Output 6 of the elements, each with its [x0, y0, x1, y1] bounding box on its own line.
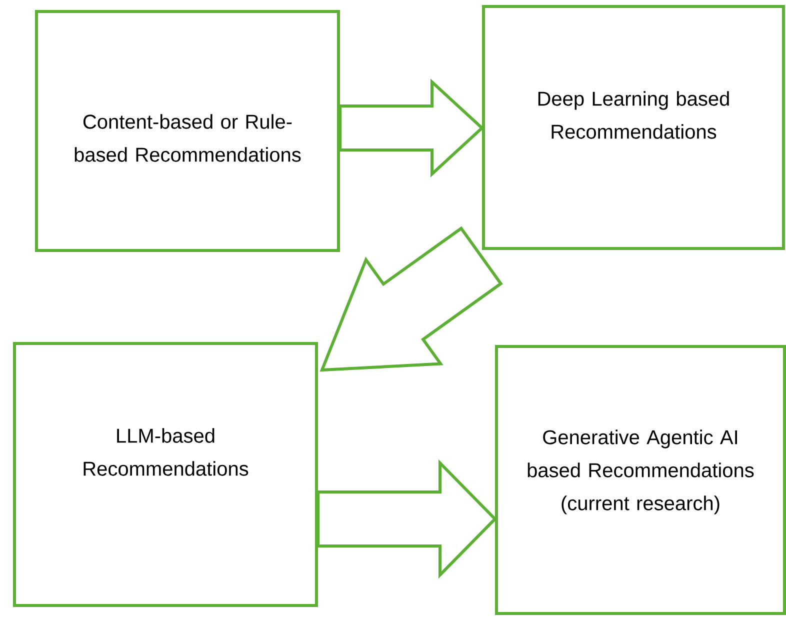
- block-arrow: [338, 78, 484, 178]
- process-box: Generative Agentic AI based Recommendations (current research): [495, 344, 786, 615]
- process-box: Deep Learning based Recommendations: [482, 5, 785, 250]
- process-box: LLM-based Recommendations: [13, 342, 318, 607]
- block-arrow: [316, 459, 498, 579]
- process-box: Content-based or Rule-based Recommendations: [35, 10, 340, 252]
